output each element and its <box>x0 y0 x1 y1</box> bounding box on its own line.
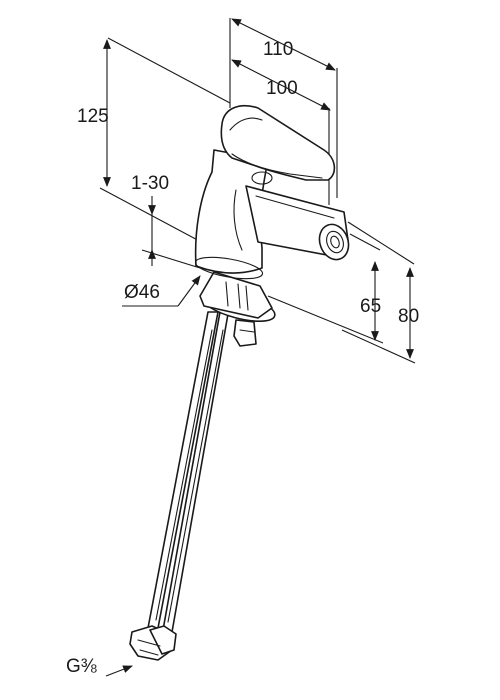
dimension-diameter-46: Ø46 <box>122 275 201 307</box>
lever-handle <box>220 104 336 185</box>
dim-label-110: 110 <box>263 39 293 60</box>
dim-label-diameter-46: Ø46 <box>124 282 160 303</box>
dim-label-65: 65 <box>360 296 381 317</box>
supply-hoses <box>129 311 229 661</box>
dim-label-thread: G⅜ <box>66 656 97 677</box>
dimension-125: 125 <box>77 37 231 245</box>
tap-body <box>194 149 269 280</box>
dimension-110: 110 <box>229 18 338 198</box>
dimension-80: 80 <box>341 221 419 364</box>
tap-spout <box>245 185 350 261</box>
dimension-1-30: 1-30 <box>131 173 201 269</box>
dim-label-125: 125 <box>77 106 109 127</box>
dimension-65: 65 <box>267 233 384 344</box>
dim-label-80: 80 <box>398 306 419 327</box>
dim-label-1-30: 1-30 <box>131 173 169 194</box>
mounting-flange <box>199 271 276 347</box>
dim-label-100: 100 <box>266 78 298 99</box>
dimension-thread: G⅜ <box>66 656 133 677</box>
